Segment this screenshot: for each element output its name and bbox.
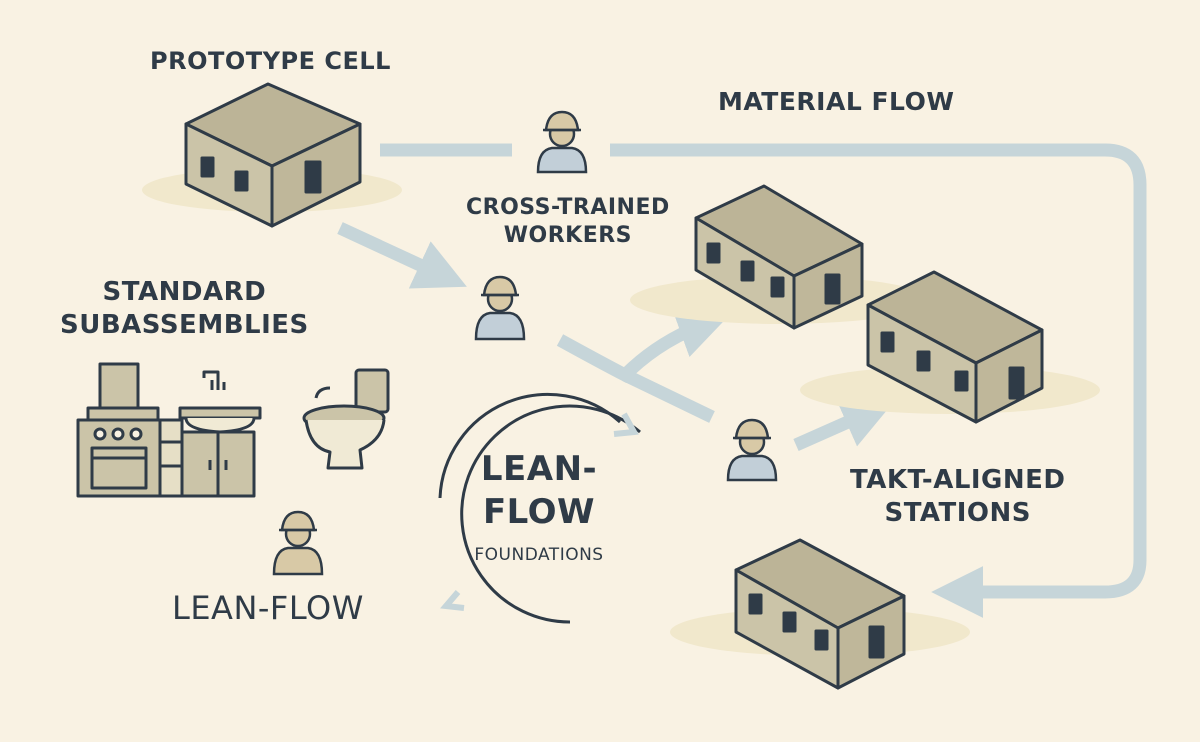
arrow-to-worker3: [622, 369, 715, 423]
kitchen-icon: [76, 362, 184, 498]
takt-line2: STATIONS: [884, 497, 1032, 528]
worker-icon-bottom: [272, 510, 324, 576]
lean-flow-bottom-label: LEAN-FLOW: [172, 589, 364, 627]
station-module-2-icon: [800, 270, 1100, 424]
worker-icon-middle: [474, 275, 526, 341]
prototype-cell-label: PROTOTYPE CELL: [150, 47, 391, 75]
vanity-icon: [178, 370, 262, 498]
cross-trained-line2: WORKERS: [503, 222, 633, 248]
worker-icon-top: [536, 110, 588, 174]
material-flow-loop-arrow: [610, 143, 1147, 618]
center-title: LEAN- FLOW: [454, 448, 624, 533]
center-title-line1: LEAN-: [480, 449, 598, 489]
takt-line1: TAKT-ALIGNED: [850, 465, 1066, 495]
takt-aligned-stations-label: TAKT-ALIGNED STATIONS: [850, 464, 1066, 529]
worker-icon-right: [726, 418, 778, 482]
prototype-cell-module-icon: [142, 82, 402, 228]
cross-trained-workers-label: CROSS-TRAINED WORKERS: [466, 194, 670, 249]
cross-trained-line1: CROSS-TRAINED: [466, 195, 670, 220]
station-module-3-icon: [670, 538, 970, 690]
center-title-line2: FLOW: [482, 491, 596, 532]
toilet-icon: [302, 368, 390, 470]
station-module-1-icon: [630, 184, 930, 330]
material-flow-label: MATERIAL FLOW: [718, 87, 955, 116]
standard-line2: SUBASSEMBLIES: [60, 309, 309, 340]
cycle-icon: [438, 392, 641, 624]
standard-line1: STANDARD: [102, 277, 267, 307]
standard-subassemblies-label: STANDARD SUBASSEMBLIES: [60, 276, 309, 341]
center-subtitle: FOUNDATIONS: [474, 545, 604, 565]
flow-arrows: [337, 143, 1147, 618]
arrow-cell-to-worker2: [337, 222, 467, 289]
arrow-worker3-to-station: [793, 398, 895, 451]
arrow-worker2-split: [556, 308, 730, 383]
